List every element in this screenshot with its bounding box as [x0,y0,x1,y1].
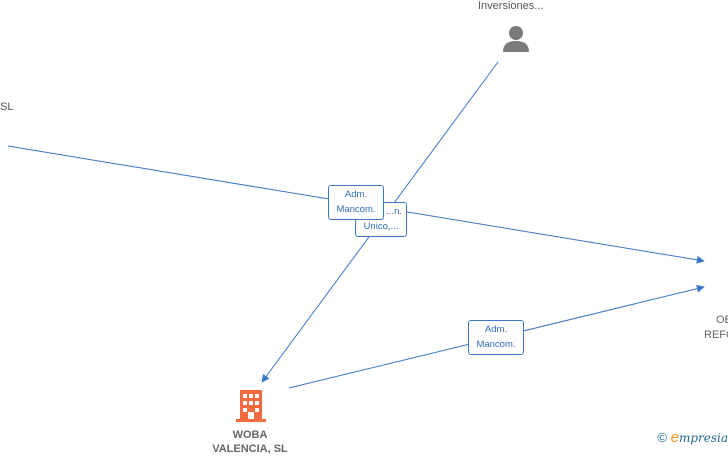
edge-label-2-line1: ...n. [386,206,402,217]
edge-label-1-line2: Mancom. [336,204,376,215]
edge-label-2-line2: Unico,... [363,221,399,232]
brand-logo-e: e [670,429,679,446]
copyright-symbol: © [657,430,667,445]
right-label-line1: OB [716,314,728,326]
brand-logo-text: mpresia [678,431,728,445]
edge-label-3-line2: Mancom. [476,339,516,350]
right-company-label[interactable]: OB REFO [704,313,728,343]
footer-brand: © empresia [657,429,728,446]
woba-label-line2: VALENCIA, SL [212,443,288,455]
building-icon[interactable] [236,390,266,422]
person-icon[interactable] [503,26,529,52]
person-node-label[interactable]: Inversiones... [478,0,544,12]
edge-label-adm-mancom-2[interactable]: Adm. Mancom. [468,320,524,355]
right-label-line2: REFO [704,329,728,341]
edge-label-3-line1: Adm. [484,324,508,335]
woba-label-line1: WOBA [232,429,268,441]
left-company-label[interactable]: SL [0,101,14,113]
edge-label-adm-mancom-1[interactable]: Adm. Mancom. [328,185,384,220]
edge-label-1-line1: Adm. [344,189,368,200]
woba-company-label[interactable]: WOBA VALENCIA, SL [200,428,300,456]
